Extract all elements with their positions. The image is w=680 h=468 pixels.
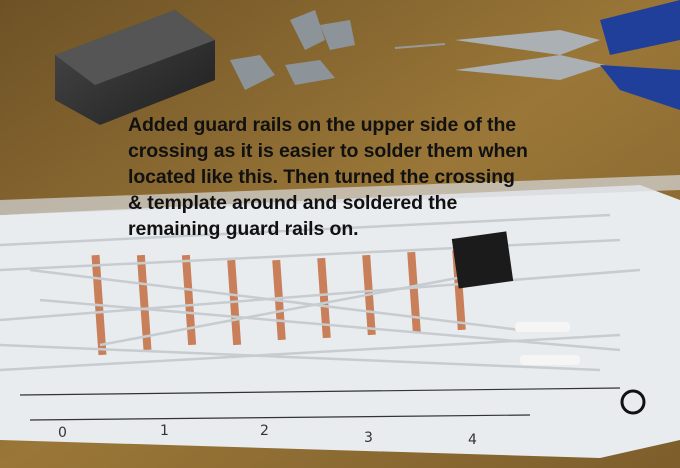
caption-line: located like this. Then turned the cross…: [128, 166, 515, 188]
scale-label-0: 0: [58, 425, 67, 441]
pliers: [455, 0, 680, 110]
handwritten-scribble: [620, 389, 646, 415]
bogie: [451, 231, 514, 289]
caption-line: & template around and soldered the: [128, 192, 458, 214]
black-block: [55, 10, 215, 125]
wire-piece: [394, 43, 446, 49]
scale-label-3: 3: [364, 430, 373, 446]
photo-caption: Added guard rails on the upper side of t…: [128, 112, 588, 242]
template-scale-lines: [19, 387, 621, 421]
plastic-tubes: [515, 322, 580, 365]
caption-line: Added guard rails on the upper side of t…: [128, 114, 516, 136]
track-sleepers: [91, 249, 466, 356]
scale-label-4: 4: [468, 432, 477, 448]
metal-parts: [230, 10, 355, 90]
scale-label-2: 2: [260, 423, 269, 439]
scale-label-1: 1: [160, 423, 169, 439]
caption-line: remaining guard rails on.: [128, 218, 359, 240]
caption-line: crossing as it is easier to solder them …: [128, 140, 528, 162]
track-rails: [0, 213, 641, 372]
